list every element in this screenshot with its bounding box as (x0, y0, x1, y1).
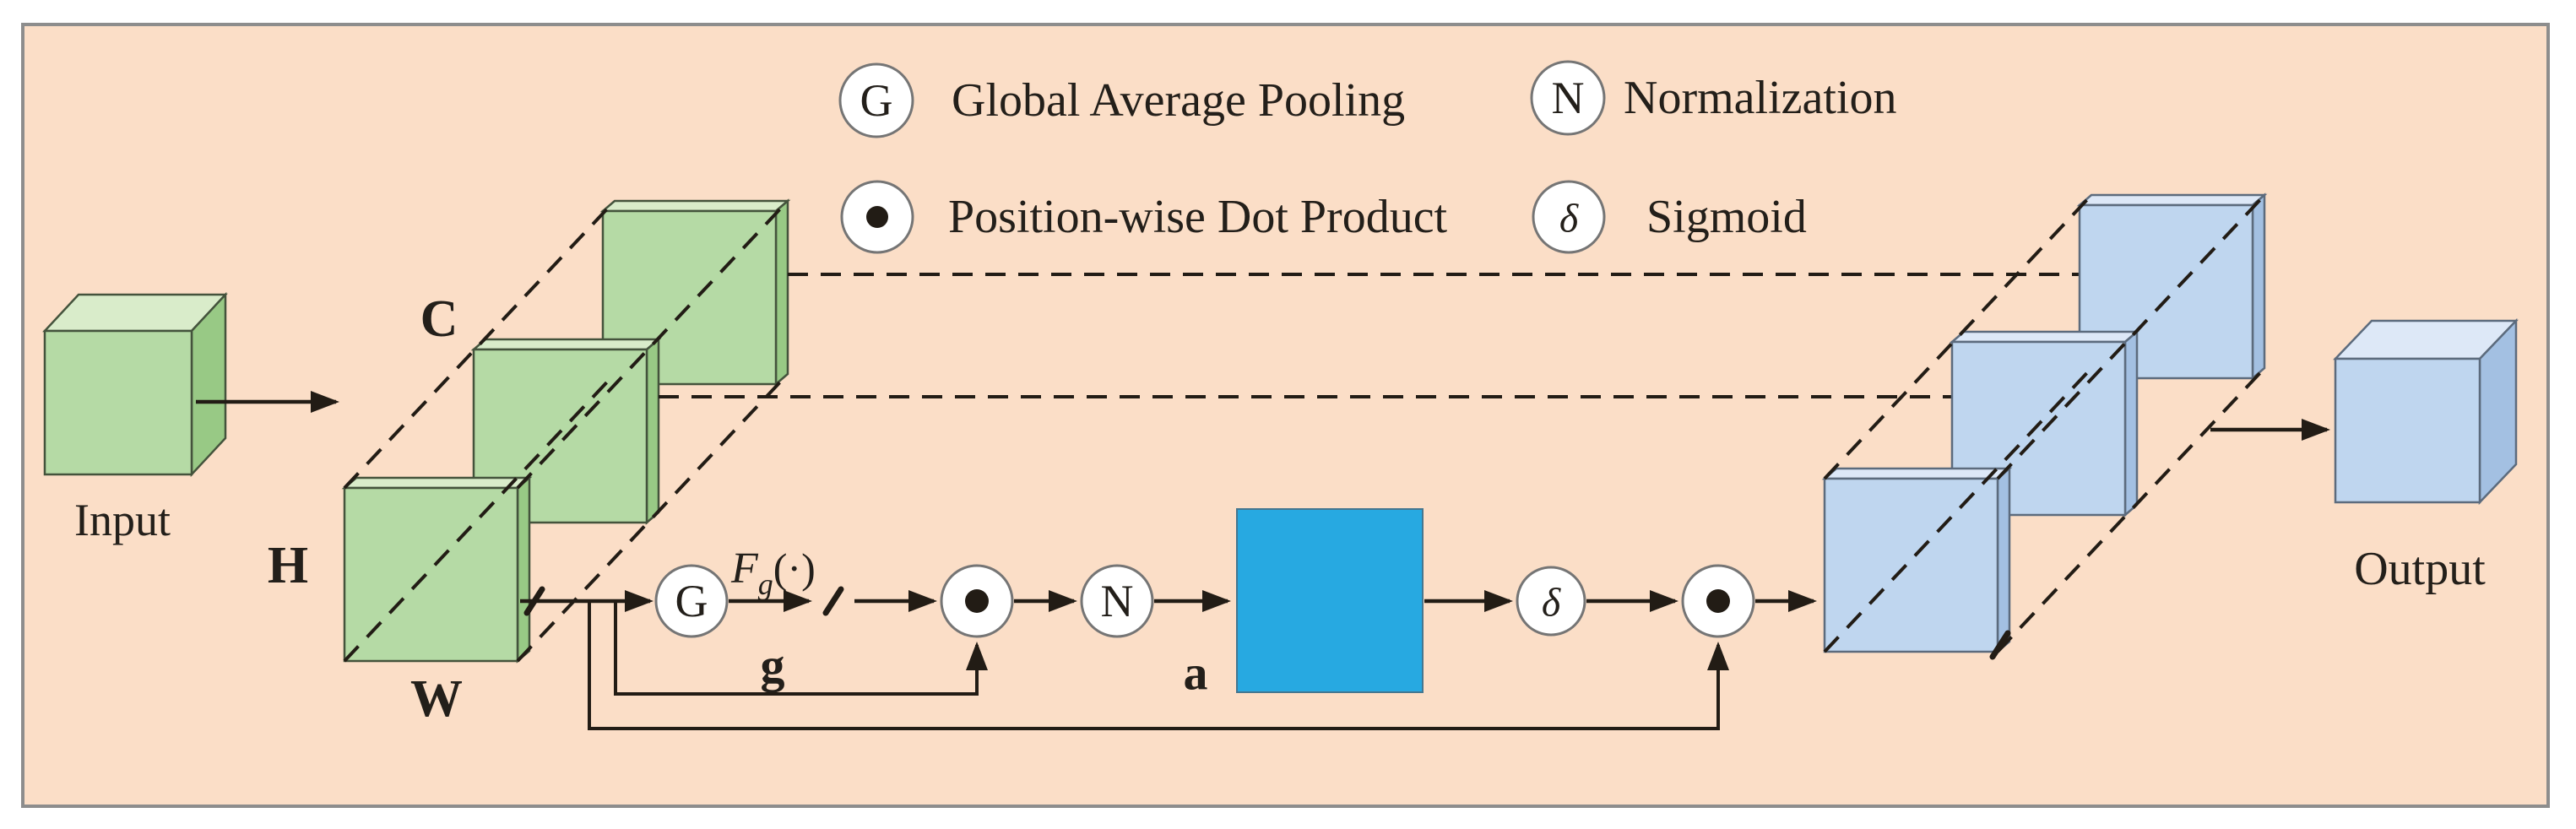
output-cube: Output (2333, 317, 2519, 595)
input-cube-front-face (43, 329, 193, 476)
blue-slab-back-side (2251, 192, 2266, 381)
gap-function-label: Fg(·) (730, 545, 816, 601)
normalization-node-symbol: N (1101, 576, 1134, 626)
legend-normalization-symbol: N (1552, 73, 1585, 123)
input-cube: Input (42, 291, 228, 545)
green-slab-back-side (774, 198, 789, 387)
vector-tick-1 (523, 586, 545, 616)
legend-sigmoid-label: Sigmoid (1646, 191, 1807, 243)
skip-line-to-dot2 (588, 601, 1729, 730)
blue-slab-front (1823, 477, 1999, 653)
blue-feature-stack (1821, 190, 2270, 660)
vector-tick-2 (822, 586, 844, 616)
green-feature-stack: C H W (268, 198, 791, 728)
green-slab-middle-top (470, 338, 662, 351)
legend-normalization-label: Normalization (1624, 72, 1896, 124)
dot-icon (1706, 589, 1730, 613)
blue-slab-middle-side (2123, 329, 2139, 517)
legend-gap-label: Global Average Pooling (952, 74, 1405, 127)
gap-node-circle (654, 564, 729, 638)
legend-normalization-icon (1530, 60, 1606, 136)
sigmoid-node-symbol: δ (1542, 581, 1561, 626)
legend-sigmoid-icon (1532, 180, 1606, 254)
legend-sigmoid-symbol: δ (1559, 197, 1579, 241)
blue-slab-front-side (1996, 466, 2011, 654)
legend-gap-symbol: G (860, 75, 893, 126)
width-axis-label: W (410, 670, 463, 728)
legend-dot-product-label: Position-wise Dot Product (948, 191, 1448, 243)
output-label: Output (2354, 543, 2486, 595)
vector-tick-3 (1989, 630, 2011, 660)
height-axis-label: H (268, 537, 308, 594)
sigmoid-node (1516, 566, 1586, 637)
legend: G Global Average Pooling Position-wise D… (838, 60, 1896, 254)
input-label: Input (74, 495, 171, 545)
skip-line-to-dot1 (614, 601, 988, 696)
gap-vector-label: g (761, 638, 785, 693)
gap-function-args: (·) (773, 545, 816, 592)
blue-slab-middle-top (1949, 330, 2140, 344)
dot-icon (866, 206, 888, 228)
output-cube-front-face (2334, 357, 2481, 504)
attention-vector-label: a (1184, 646, 1208, 701)
gap-function-sub: g (758, 567, 773, 601)
green-slab-back-top (599, 199, 791, 213)
green-slab-front-side (516, 475, 531, 664)
green-slab-middle-side (645, 337, 660, 525)
dot-icon (965, 589, 989, 613)
gap-function-f: F (730, 545, 759, 593)
green-slab-front-top (341, 476, 533, 490)
legend-gap-icon (838, 62, 914, 138)
channel-axis-label: C (420, 290, 458, 348)
blue-slab-back-top (2076, 193, 2268, 207)
pipeline: G Fg(·) g N a δ (520, 508, 1817, 730)
attention-vector-block (1236, 508, 1424, 693)
blue-slab-front-top (1821, 467, 2013, 480)
normalization-node (1080, 564, 1154, 638)
gap-node-symbol: G (675, 576, 708, 626)
